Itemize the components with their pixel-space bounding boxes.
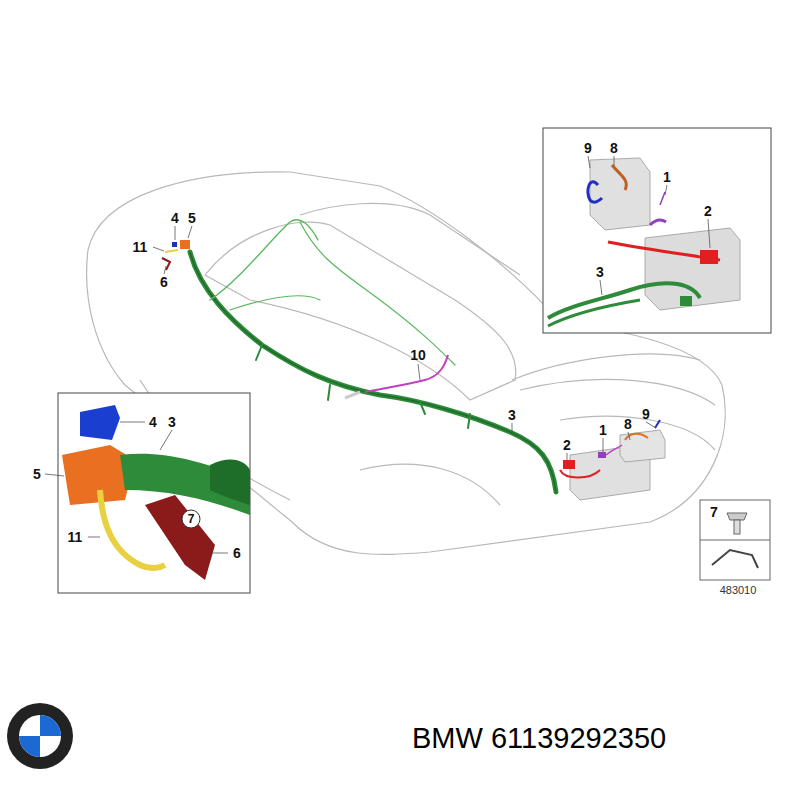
- callout-number: 2: [704, 204, 712, 218]
- callout-number: 9: [642, 407, 650, 421]
- callout-number: 4: [149, 415, 157, 429]
- diagram-code: 483010: [720, 585, 757, 596]
- callout-number: 2: [563, 438, 571, 452]
- callout-number: 8: [610, 141, 618, 155]
- callout-number: 3: [596, 265, 604, 279]
- callout-number: 10: [410, 348, 426, 362]
- callout-number: 7: [710, 505, 718, 519]
- callout-number: 8: [624, 417, 632, 431]
- part-number-caption: BMW 61139292350: [412, 724, 666, 753]
- callout-number: 4: [171, 211, 179, 225]
- callout-number: 3: [168, 415, 176, 429]
- callout-number: 5: [188, 211, 196, 225]
- callout-number: 7: [188, 513, 195, 525]
- callout-number: 5: [33, 467, 41, 481]
- callout-number: 1: [599, 423, 607, 437]
- callout-number: 11: [68, 530, 83, 544]
- callout-number: 1: [663, 170, 671, 184]
- callout-number: 6: [233, 546, 241, 560]
- callout-number: 3: [508, 408, 516, 422]
- callout-number: 9: [584, 141, 592, 155]
- callout-number: 6: [160, 275, 168, 289]
- callout-number: 11: [133, 240, 148, 254]
